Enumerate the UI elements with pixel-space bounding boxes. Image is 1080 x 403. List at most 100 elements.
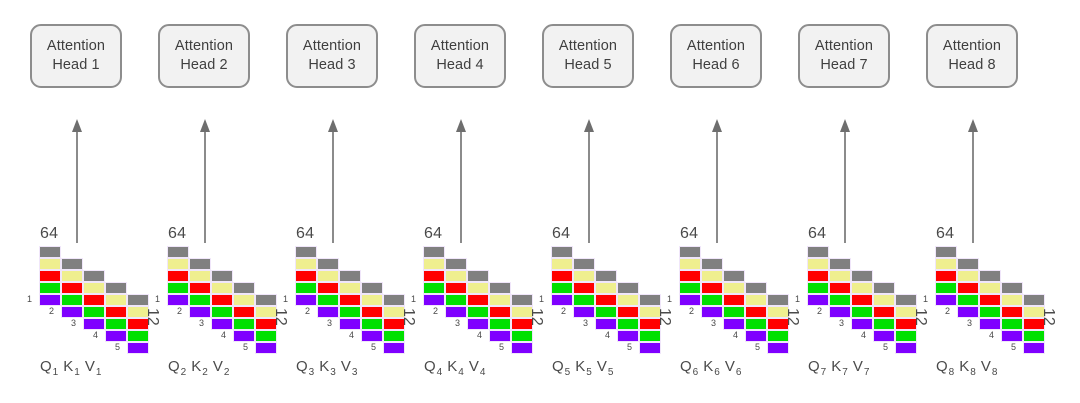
qkv-letter: K xyxy=(447,358,458,375)
stack-segment xyxy=(317,258,339,270)
attention-head-label-line2: Head 4 xyxy=(436,57,484,73)
stack-segment xyxy=(127,294,149,306)
stack-segment xyxy=(873,282,895,294)
stack-segment xyxy=(829,282,851,294)
qkv-letter: Q xyxy=(808,358,821,375)
qkv-term: K2 xyxy=(191,358,208,378)
stack-segment xyxy=(723,306,745,318)
stack-segment xyxy=(167,258,189,270)
column-index-label: 1 xyxy=(283,294,289,304)
stack-segment xyxy=(595,294,617,306)
stack-segment xyxy=(1001,306,1023,318)
dimension-label-12: 12 xyxy=(1040,308,1057,326)
stack-segment xyxy=(807,282,829,294)
stack-segment xyxy=(573,282,595,294)
stack-segment xyxy=(383,294,405,306)
stack-segment xyxy=(829,306,851,318)
stack-segment xyxy=(361,282,383,294)
stack-segment xyxy=(467,282,489,294)
qkv-letter: K xyxy=(319,358,330,375)
column-index-label: 4 xyxy=(477,330,483,340)
column-stack xyxy=(767,294,789,354)
qkv-term: K5 xyxy=(575,358,592,378)
stack-segment xyxy=(701,258,723,270)
dimension-label-64: 64 xyxy=(680,225,699,242)
column-stack xyxy=(445,258,467,318)
column-index-label: 4 xyxy=(349,330,355,340)
column-index-label: 1 xyxy=(667,294,673,304)
column-stack xyxy=(551,246,573,306)
stack-segment xyxy=(851,294,873,306)
qkv-term: Q2 xyxy=(168,358,186,378)
stack-segment xyxy=(979,306,1001,318)
qkv-letter: V xyxy=(84,358,96,375)
dimension-label-64: 64 xyxy=(936,225,955,242)
stack-segment xyxy=(767,318,789,330)
stack-segment xyxy=(39,294,61,306)
stack-segment xyxy=(511,342,533,354)
stack-segment xyxy=(61,282,83,294)
stack-segment xyxy=(383,306,405,318)
stack-segment xyxy=(127,330,149,342)
qkv-term: Q1 xyxy=(40,358,58,378)
stack-segment xyxy=(679,282,701,294)
stack-segment xyxy=(807,270,829,282)
stack-segment xyxy=(233,282,255,294)
stack-segment xyxy=(105,282,127,294)
stack-segment xyxy=(361,330,383,342)
qkv-subscript: 3 xyxy=(330,367,337,378)
qkv-term: Q5 xyxy=(552,358,570,378)
column-stack xyxy=(383,294,405,354)
stack-segment xyxy=(1001,318,1023,330)
column-index-label: 2 xyxy=(945,306,951,316)
stack-segment xyxy=(551,282,573,294)
stack-segment xyxy=(39,258,61,270)
stack-segment xyxy=(723,270,745,282)
stack-segment xyxy=(317,306,339,318)
column-stack xyxy=(701,258,723,318)
stack-segment xyxy=(295,258,317,270)
qkv-term: K7 xyxy=(831,358,848,378)
column-stack xyxy=(467,270,489,330)
qkv-letter: V xyxy=(212,358,224,375)
up-arrow-icon xyxy=(196,119,214,243)
up-arrow-icon xyxy=(324,119,342,243)
attention-head-label-line2: Head 7 xyxy=(820,57,868,73)
column-stack xyxy=(211,270,233,330)
qkv-term: Q7 xyxy=(808,358,826,378)
column-stack xyxy=(339,270,361,330)
stack-segment xyxy=(617,330,639,342)
stack-segment xyxy=(957,258,979,270)
stack-segment xyxy=(489,282,511,294)
stack-segment xyxy=(255,306,277,318)
column-index-label: 2 xyxy=(177,306,183,316)
column-index-label: 5 xyxy=(371,342,377,352)
stack-segment xyxy=(383,342,405,354)
stack-segment xyxy=(895,330,917,342)
stack-segment xyxy=(807,246,829,258)
stack-segment xyxy=(873,306,895,318)
column-stack xyxy=(573,258,595,318)
column-stack xyxy=(617,282,639,342)
stack-segment xyxy=(767,342,789,354)
stack-segment xyxy=(445,258,467,270)
qkv-letter: Q xyxy=(936,358,949,375)
stack-segment xyxy=(551,258,573,270)
stack-segment xyxy=(83,270,105,282)
column-index-label: 2 xyxy=(561,306,567,316)
attention-head-label-line2: Head 2 xyxy=(180,57,228,73)
stack-segment xyxy=(105,294,127,306)
column-stack xyxy=(829,258,851,318)
stack-segment xyxy=(807,294,829,306)
